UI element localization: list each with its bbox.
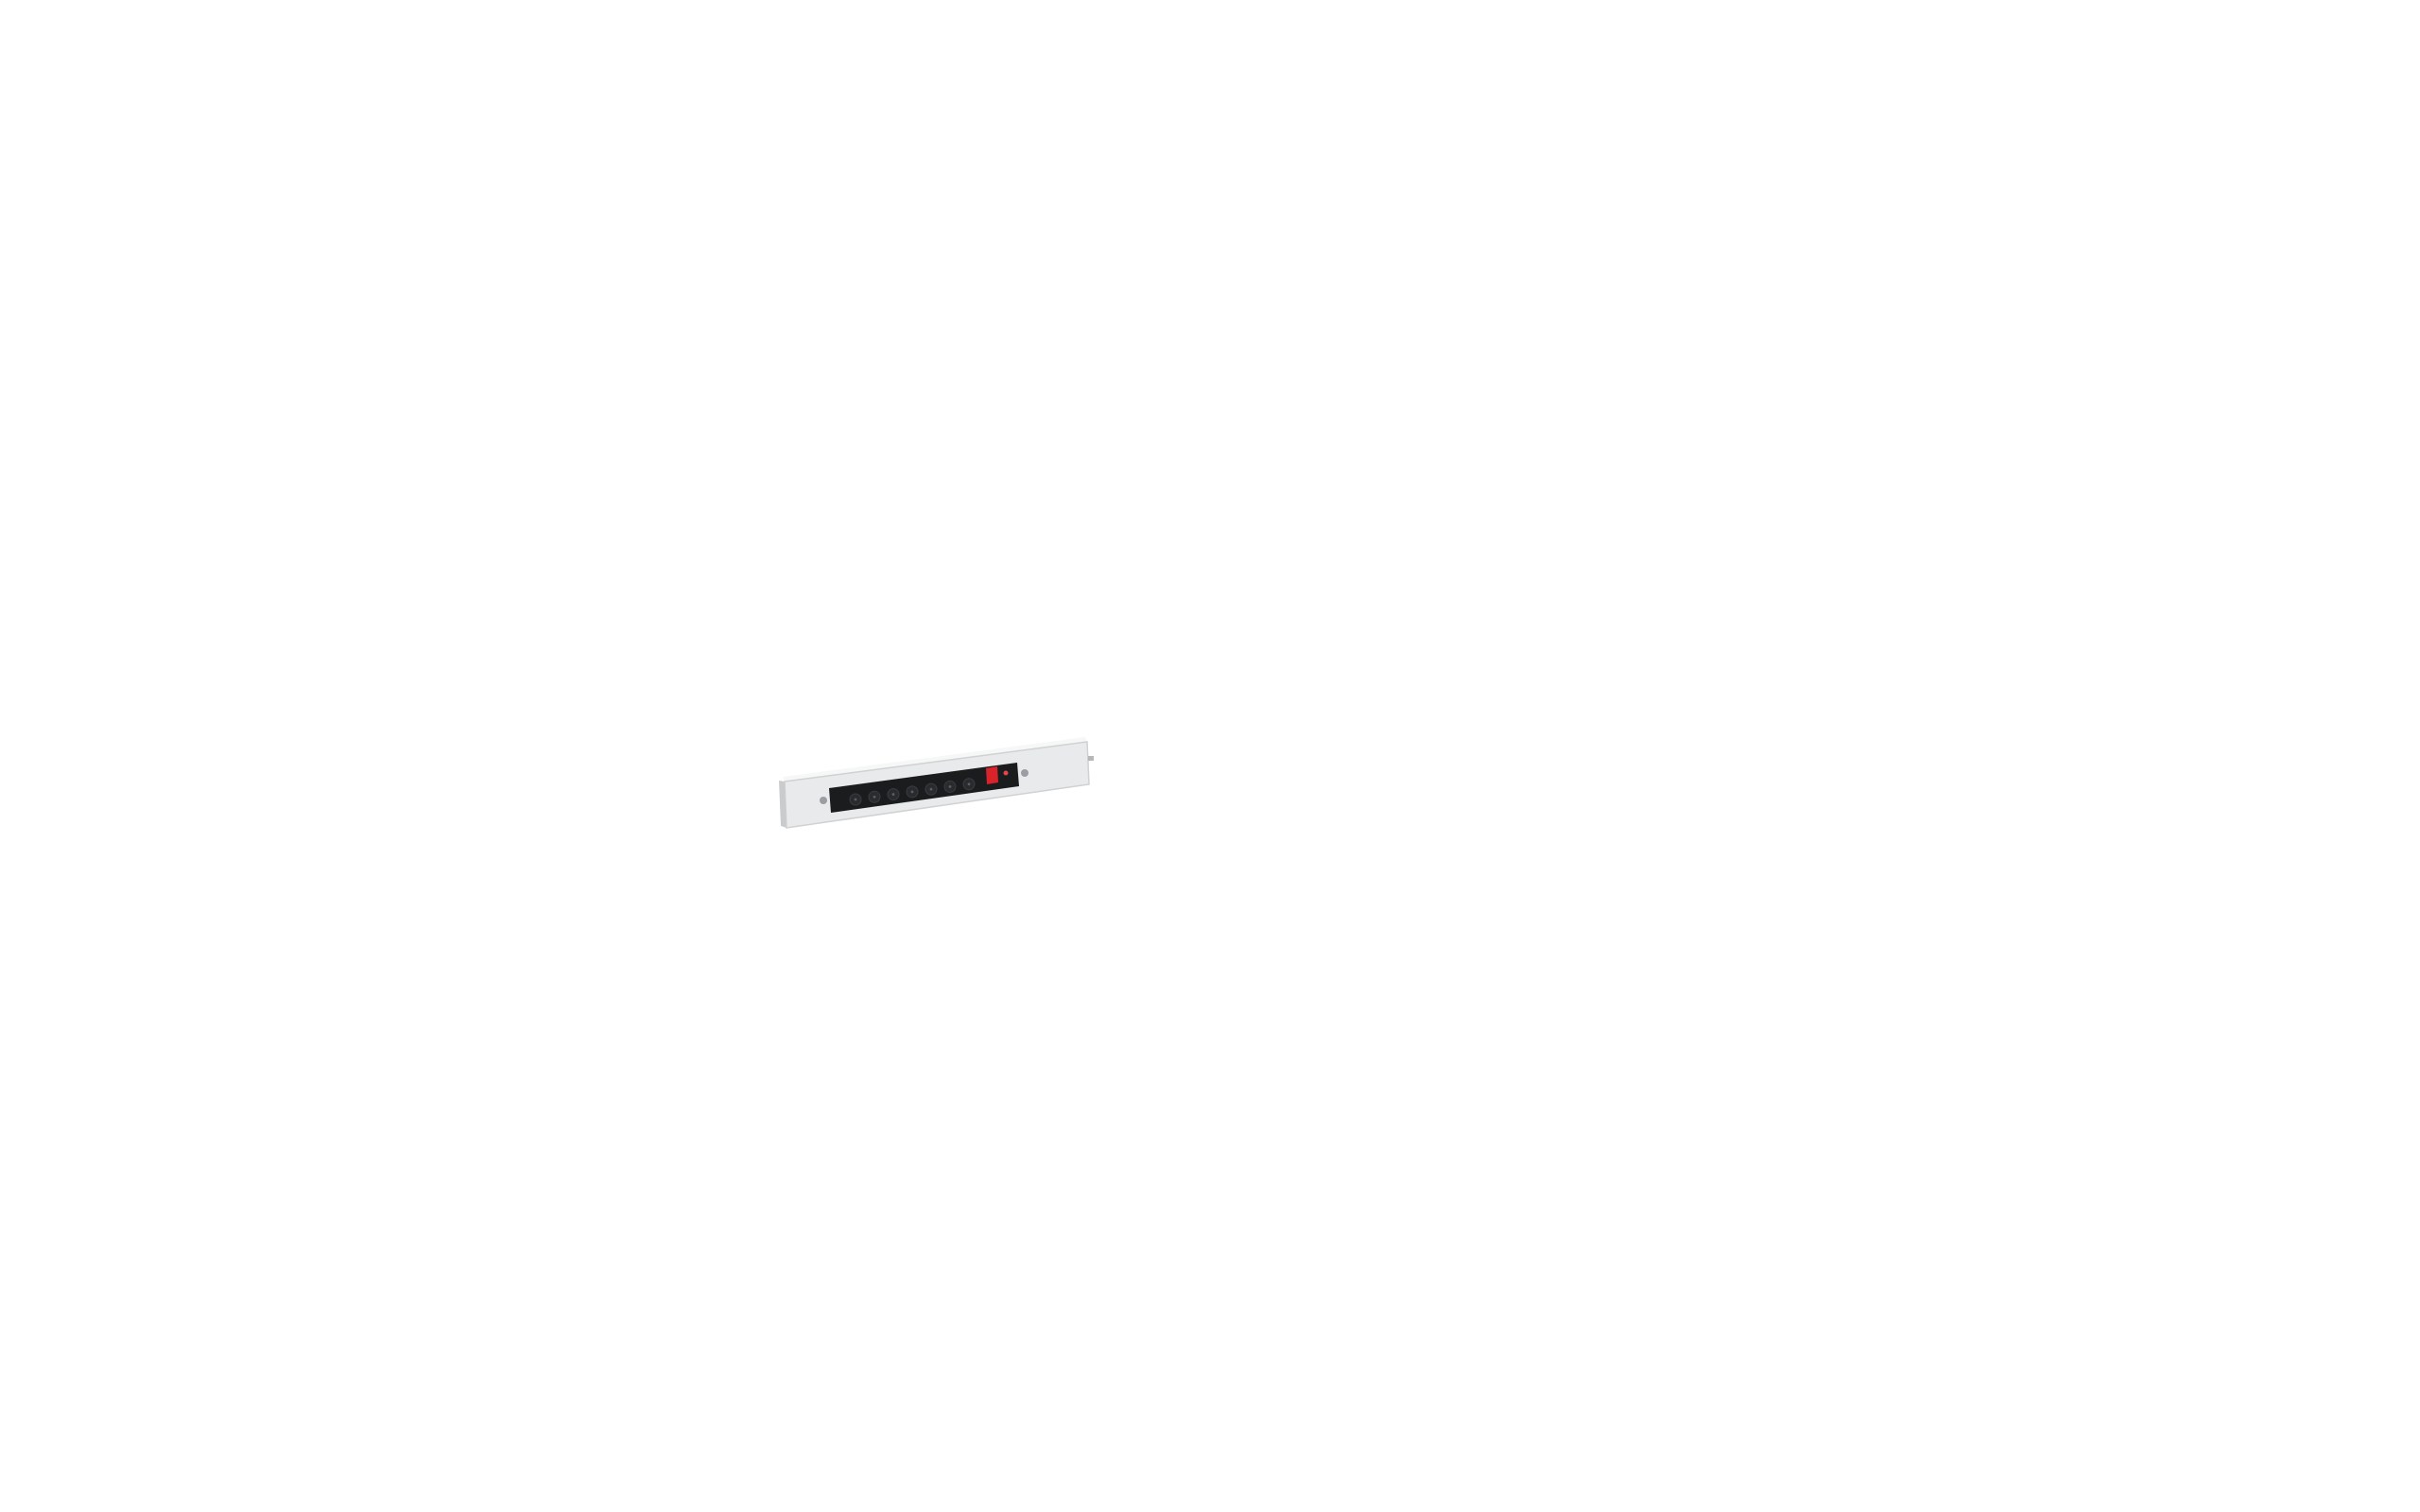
right-screw-icon [1021, 769, 1028, 777]
socket-pin-icon [948, 785, 952, 788]
power-switch [986, 766, 998, 784]
socket-pin-icon [854, 798, 857, 801]
panel-right-pin [1088, 756, 1094, 761]
socket-pin-icon [967, 782, 971, 786]
socket-pin-icon [910, 790, 914, 794]
power-indicator-icon [1003, 770, 1009, 776]
socket-group [849, 778, 976, 806]
panel-top-face [783, 737, 1087, 782]
socket-pin-icon [929, 787, 933, 791]
socket-pin-icon [891, 793, 895, 796]
socket-pin-icon [873, 795, 876, 799]
left-screw-icon [820, 797, 827, 804]
panel-left-end [779, 781, 786, 828]
